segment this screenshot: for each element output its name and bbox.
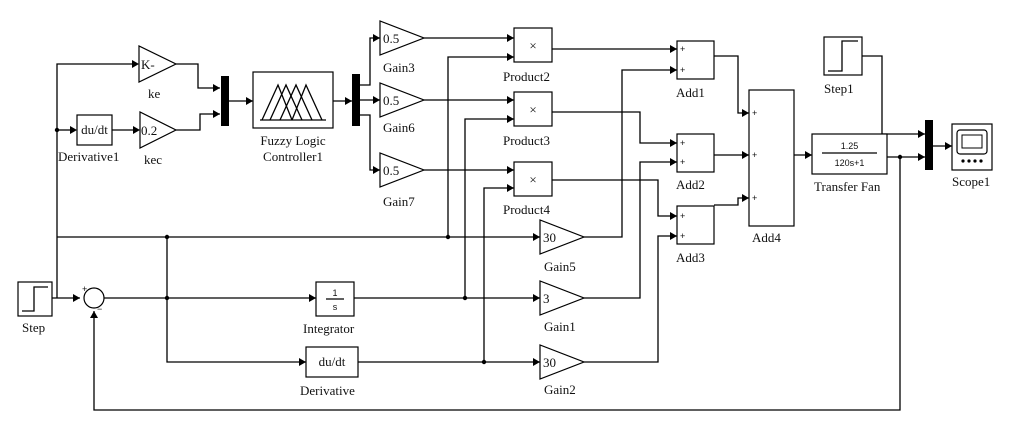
transfer-denominator: 120s+1 bbox=[835, 158, 865, 168]
step-icon bbox=[22, 286, 48, 312]
mux-block-2[interactable] bbox=[352, 74, 360, 126]
add4-sign-2: + bbox=[752, 150, 757, 160]
gain6-label: Gain6 bbox=[383, 120, 415, 135]
product3-sign: × bbox=[529, 102, 536, 117]
integrator-numerator: 1 bbox=[332, 288, 337, 298]
fuzzy-logic-controller-block[interactable]: Fuzzy Logic Controller1 bbox=[252, 71, 334, 164]
scope-screen-icon bbox=[956, 129, 988, 163]
derivative-label: Derivative bbox=[300, 383, 355, 398]
gain3-block[interactable]: 0.5 Gain3 bbox=[379, 20, 426, 75]
step-block[interactable]: Step bbox=[17, 281, 53, 335]
add3-block[interactable]: + + Add3 bbox=[676, 205, 715, 265]
transfer-numerator: 1.25 bbox=[841, 141, 859, 151]
gain2-block[interactable]: 30 Gain2 bbox=[539, 344, 586, 397]
add3-label: Add3 bbox=[676, 250, 705, 265]
kec-gain-block[interactable]: 0.2 kec bbox=[139, 111, 178, 167]
add4-sign-1: + bbox=[752, 108, 757, 118]
add3-sign-1: + bbox=[680, 211, 685, 221]
sum-plus-sign: + bbox=[82, 284, 87, 294]
product3-block[interactable]: × Product3 bbox=[503, 91, 553, 148]
product3-label: Product3 bbox=[503, 133, 550, 148]
derivative-text: du/dt bbox=[319, 354, 346, 369]
mux-block-1[interactable] bbox=[221, 76, 229, 126]
add2-sign-2: + bbox=[680, 157, 685, 167]
step1-icon bbox=[828, 40, 858, 72]
kec-label: kec bbox=[144, 152, 162, 167]
gain2-label: Gain2 bbox=[544, 382, 576, 397]
integrator-block[interactable]: 1 s Integrator bbox=[303, 281, 355, 336]
sum-minus-sign: − bbox=[97, 304, 102, 314]
gain3-label: Gain3 bbox=[383, 60, 415, 75]
ke-gain-value: K- bbox=[141, 57, 155, 72]
product2-block[interactable]: × Product2 bbox=[503, 27, 553, 84]
sum-block[interactable]: + − bbox=[82, 284, 105, 314]
add1-sign-1: + bbox=[680, 44, 685, 54]
product4-label: Product4 bbox=[503, 202, 550, 217]
add4-block[interactable]: + + + Add4 bbox=[748, 89, 795, 245]
derivative1-text: du/dt bbox=[81, 122, 108, 137]
signal-wires bbox=[52, 37, 952, 411]
integrator-denominator: s bbox=[333, 302, 338, 312]
add3-sign-2: + bbox=[680, 231, 685, 241]
gain5-value: 30 bbox=[543, 230, 556, 245]
gain5-label: Gain5 bbox=[544, 259, 576, 274]
gain3-value: 0.5 bbox=[383, 31, 399, 46]
gain7-block[interactable]: 0.5 Gain7 bbox=[379, 152, 426, 209]
wire-arrowheads bbox=[70, 34, 952, 366]
step1-label: Step1 bbox=[824, 81, 854, 96]
add2-sign-1: + bbox=[680, 138, 685, 148]
kec-gain-value: 0.2 bbox=[141, 123, 157, 138]
product4-sign: × bbox=[529, 172, 536, 187]
add4-sign-3: + bbox=[752, 193, 757, 203]
add1-label: Add1 bbox=[676, 85, 705, 100]
scope-block[interactable]: Scope1 bbox=[951, 123, 993, 189]
add4-label: Add4 bbox=[752, 230, 781, 245]
gain6-block[interactable]: 0.5 Gain6 bbox=[379, 82, 426, 135]
add1-sign-2: + bbox=[680, 65, 685, 75]
gain1-label: Gain1 bbox=[544, 319, 576, 334]
add1-block[interactable]: + + Add1 bbox=[676, 40, 715, 100]
derivative1-label: Derivative1 bbox=[58, 149, 119, 164]
add2-label: Add2 bbox=[676, 177, 705, 192]
fuzzy-label-line1: Fuzzy Logic bbox=[260, 133, 326, 148]
integrator-label: Integrator bbox=[303, 321, 355, 336]
junction-dots bbox=[54, 127, 903, 365]
gain5-block[interactable]: 30 Gain5 bbox=[539, 219, 586, 274]
fuzzy-label-line2: Controller1 bbox=[263, 149, 323, 164]
transfer-function-block[interactable]: 1.25 120s+1 Transfer Fan bbox=[811, 133, 888, 194]
ke-gain-block[interactable]: K- ke bbox=[138, 45, 178, 101]
add2-block[interactable]: + + Add2 bbox=[676, 133, 715, 192]
gain1-value: 3 bbox=[543, 291, 550, 306]
step-label: Step bbox=[22, 320, 45, 335]
gain7-value: 0.5 bbox=[383, 163, 399, 178]
derivative1-block[interactable]: du/dt Derivative1 bbox=[58, 114, 119, 164]
transfer-label: Transfer Fan bbox=[814, 179, 881, 194]
gain6-value: 0.5 bbox=[383, 93, 399, 108]
derivative-block[interactable]: du/dt Derivative bbox=[300, 346, 359, 398]
product2-sign: × bbox=[529, 38, 536, 53]
step1-block[interactable]: Step1 bbox=[823, 36, 863, 96]
product2-label: Product2 bbox=[503, 69, 550, 84]
product4-block[interactable]: × Product4 bbox=[503, 161, 553, 217]
membership-functions-icon bbox=[260, 83, 326, 121]
gain7-label: Gain7 bbox=[383, 194, 415, 209]
gain1-block[interactable]: 3 Gain1 bbox=[539, 280, 586, 334]
mux-block-3[interactable] bbox=[925, 120, 933, 170]
ke-label: ke bbox=[148, 86, 161, 101]
gain2-value: 30 bbox=[543, 355, 556, 370]
scope-label: Scope1 bbox=[952, 174, 990, 189]
